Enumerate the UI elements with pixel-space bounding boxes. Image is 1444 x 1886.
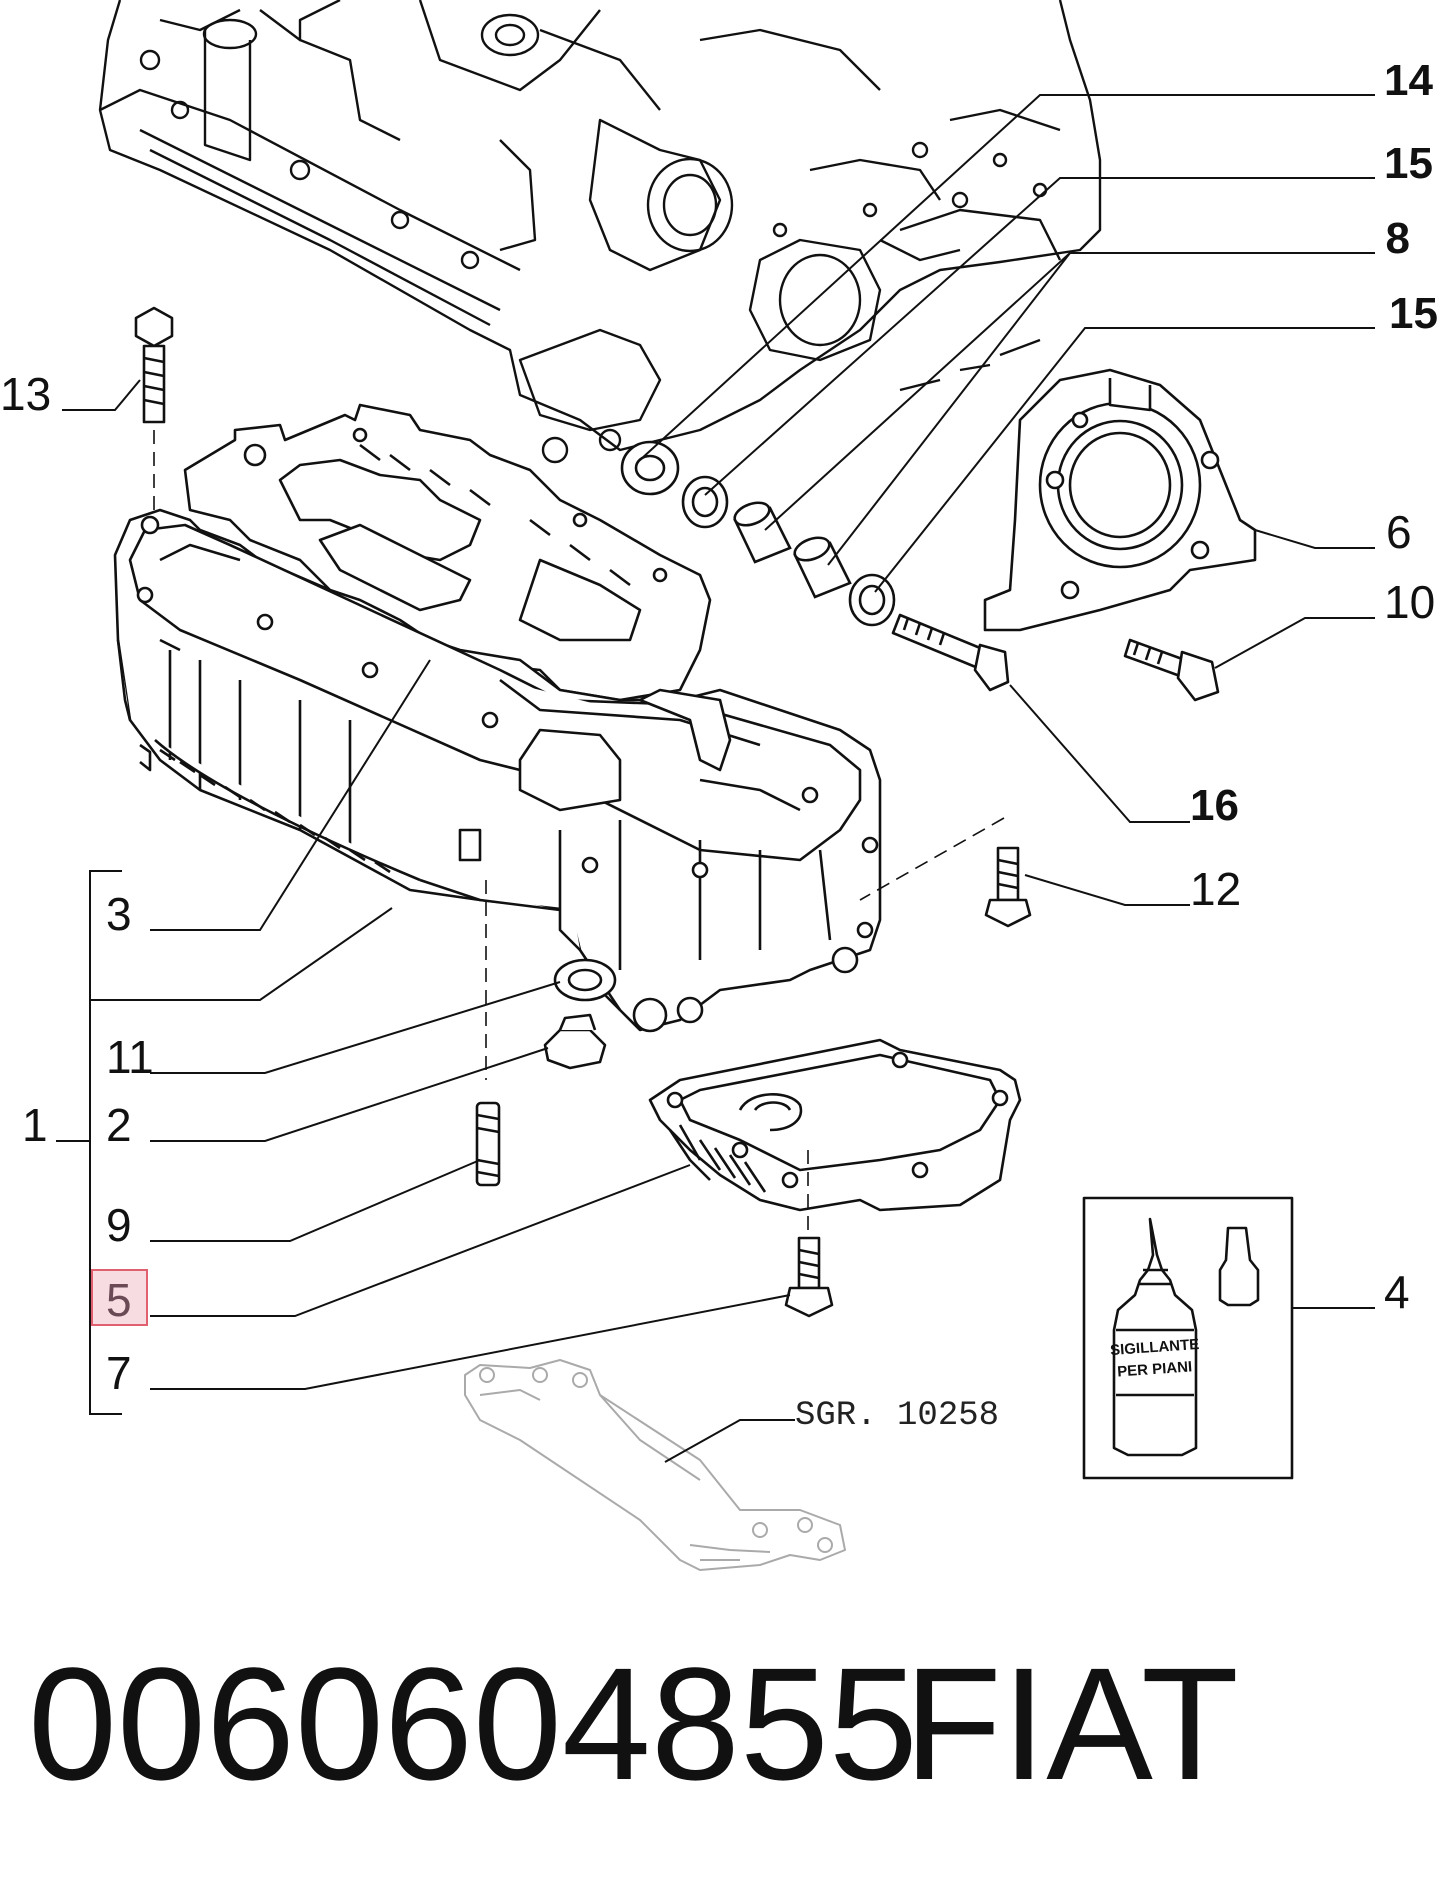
callout-10: 10 — [1384, 576, 1435, 628]
bushing-8b — [793, 536, 852, 599]
sealant-kit-4 — [1082, 1196, 1294, 1480]
callout-15-b: 15 — [1389, 289, 1438, 338]
part-number: 0060604855 — [28, 1634, 918, 1813]
leader-lines — [56, 94, 1375, 1463]
callout-2: 2 — [106, 1099, 132, 1151]
callout-9: 9 — [106, 1199, 132, 1251]
bolt-7 — [784, 1236, 834, 1318]
oil-pan-upper — [113, 508, 882, 1033]
washer-15b — [848, 573, 896, 627]
callout-6: 6 — [1386, 506, 1412, 558]
axis-line-12 — [859, 817, 1005, 901]
sealant-label-line1: SIGILLANTE — [1110, 1336, 1200, 1359]
callout-14: 14 — [1384, 56, 1433, 105]
sealant-label-line2: PER PIANI — [1117, 1358, 1193, 1380]
callout-4: 4 — [1384, 1266, 1410, 1318]
tool-sgr-10258 — [464, 1359, 846, 1571]
callout-13: 13 — [0, 368, 51, 420]
highlight-box-5 — [91, 1269, 148, 1326]
oil-pan-lower-5 — [648, 1038, 1022, 1212]
seal-ring-14 — [620, 440, 680, 496]
bolt-13 — [134, 306, 174, 424]
callout-7: 7 — [106, 1347, 132, 1399]
callout-15-a: 15 — [1384, 139, 1433, 188]
bearing-housing-6 — [983, 368, 1257, 632]
bolt-16 — [891, 613, 1010, 692]
brand-name: FIAT — [904, 1634, 1239, 1813]
bolt-12 — [984, 846, 1032, 928]
callout-5: 5 — [106, 1274, 132, 1326]
callout-16: 16 — [1190, 781, 1239, 830]
callout-12: 12 — [1190, 863, 1241, 915]
engine-block-drawing — [98, 0, 1102, 464]
drain-plug-2 — [543, 1013, 607, 1070]
washer-11 — [553, 958, 617, 1002]
bushing-8a — [733, 501, 792, 564]
callout-1: 1 — [22, 1099, 48, 1151]
callout-3: 3 — [106, 888, 132, 940]
callout-11: 11 — [106, 1031, 154, 1083]
stud-9 — [475, 1101, 501, 1187]
callout-8: 8 — [1386, 214, 1410, 263]
reference-sgr: SGR. 10258 — [795, 1397, 999, 1435]
washer-15a — [681, 475, 729, 529]
gasket-3 — [183, 403, 712, 702]
bolt-10 — [1123, 638, 1220, 702]
